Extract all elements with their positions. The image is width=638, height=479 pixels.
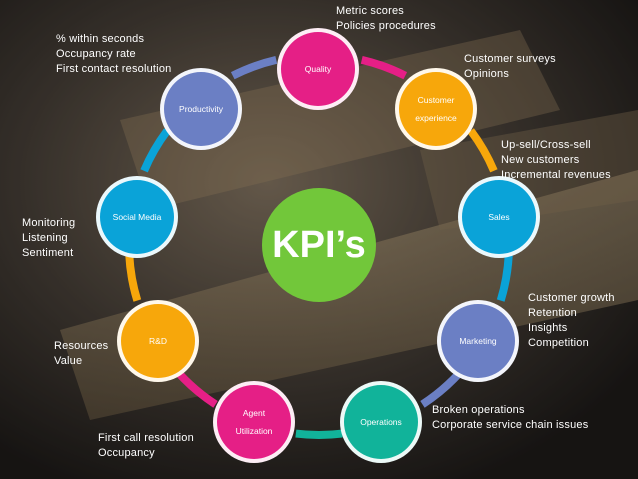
desc-productivity-line-1: % within seconds <box>56 33 145 45</box>
ring-segment-sales <box>496 254 513 302</box>
kpi-center-circle: KPI’s <box>262 188 376 302</box>
desc-productivity: % within seconds Occupancy rate First co… <box>56 32 171 77</box>
ring-segment-social-media <box>140 128 171 173</box>
node-productivity-label: Productivity <box>179 104 223 114</box>
node-operations-label: Operations <box>360 417 402 427</box>
desc-marketing-line-2: Retention <box>528 307 577 319</box>
desc-marketing-line-1: Customer growth <box>528 292 615 304</box>
desc-rnd-line-2: Value <box>54 355 83 367</box>
desc-productivity-line-2: Occupancy rate <box>56 48 136 60</box>
desc-social-media: Monitoring Listening Sentiment <box>22 216 75 261</box>
desc-operations-line-2: Corporate service chain issues <box>432 419 589 431</box>
node-productivity: Productivity <box>160 68 242 150</box>
ring-segment-operations <box>295 429 343 439</box>
desc-social-media-line-1: Monitoring <box>22 217 76 229</box>
node-rnd-label: R&D <box>149 336 167 346</box>
node-customer-experience: Customer experience <box>395 68 477 150</box>
desc-operations: Broken operations Corporate service chai… <box>432 403 588 433</box>
desc-productivity-line-3: First contact resolution <box>56 63 172 75</box>
kpi-center-label: KPI’s <box>272 223 366 266</box>
desc-sales-line-1: Up-sell/Cross-sell <box>501 139 591 151</box>
node-sales-label: Sales <box>488 212 510 222</box>
desc-sales: Up-sell/Cross-sell New customers Increme… <box>501 138 611 183</box>
desc-quality: Metric scores Policies procedures <box>336 4 436 34</box>
node-social-media-label: Social Media <box>112 212 162 222</box>
node-agent-utilization: Agent Utilization <box>213 381 295 463</box>
node-operations: Operations <box>340 381 422 463</box>
node-social-media: Social Media <box>96 176 178 258</box>
node-quality-label: Quality <box>304 64 332 74</box>
node-marketing-label: Marketing <box>459 336 497 346</box>
desc-quality-line-1: Metric scores <box>336 5 404 17</box>
ring-segment-rnd <box>125 254 142 302</box>
desc-rnd-line-1: Resources <box>54 340 109 352</box>
node-agent-utilization-label-2: Utilization <box>235 426 273 436</box>
ring-segment-marketing <box>420 371 461 408</box>
node-agent-utilization-label-1: Agent <box>242 408 266 418</box>
desc-agent-utilization: First call resolution Occupancy <box>98 431 194 461</box>
desc-social-media-line-3: Sentiment <box>22 247 74 259</box>
node-customer-experience-label-2: experience <box>415 113 457 123</box>
desc-agent-utilization-line-2: Occupancy <box>98 447 155 459</box>
desc-rnd: Resources Value <box>54 339 108 369</box>
desc-quality-line-2: Policies procedures <box>336 20 436 32</box>
node-sales: Sales <box>458 176 540 258</box>
node-rnd: R&D <box>117 300 199 382</box>
ring-segment-productivity <box>230 55 278 80</box>
desc-sales-line-2: New customers <box>501 154 580 166</box>
node-quality: Quality <box>277 28 359 110</box>
ring-segment-agent-utilization <box>177 371 218 408</box>
ring-segment-customer-experience <box>467 128 498 173</box>
desc-operations-line-1: Broken operations <box>432 404 525 416</box>
desc-customer-experience-line-1: Customer surveys <box>464 53 556 65</box>
desc-marketing: Customer growth Retention Insights Compe… <box>528 291 615 351</box>
desc-marketing-line-3: Insights <box>528 322 568 334</box>
desc-sales-line-3: Incremental revenues <box>501 169 611 181</box>
node-marketing: Marketing <box>437 300 519 382</box>
desc-social-media-line-2: Listening <box>22 232 68 244</box>
desc-agent-utilization-line-1: First call resolution <box>98 432 194 444</box>
ring-segment-quality <box>360 55 408 80</box>
desc-marketing-line-4: Competition <box>528 337 589 349</box>
desc-customer-experience: Customer surveys Opinions <box>464 52 556 82</box>
node-customer-experience-label-1: Customer <box>417 95 455 105</box>
desc-customer-experience-line-2: Opinions <box>464 68 510 80</box>
